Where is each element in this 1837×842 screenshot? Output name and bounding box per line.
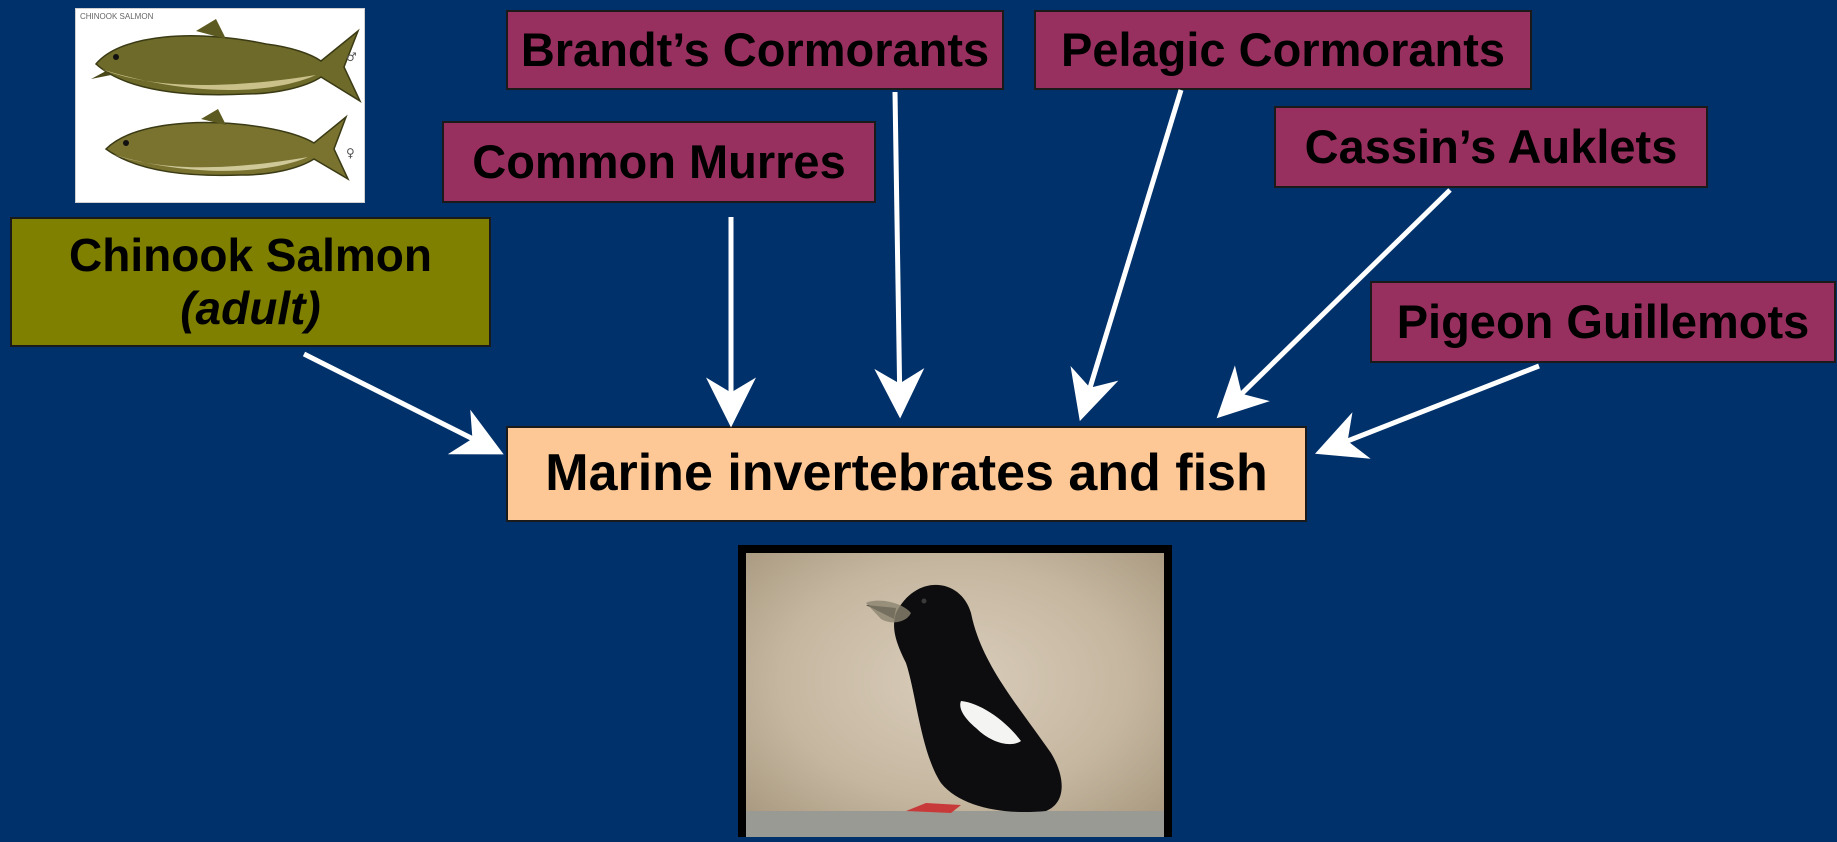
arrow-brandts-to-prey [895,92,900,411]
pigeon-guillemot-illustration [746,553,1164,837]
arrow-salmon-to-prey [304,354,497,451]
arrow-auklets-to-prey [1222,190,1450,413]
arrow-guillemots-to-prey [1322,366,1539,451]
pigeon-guillemot-photo [738,545,1172,837]
arrow-pelagic-to-prey [1082,90,1181,414]
